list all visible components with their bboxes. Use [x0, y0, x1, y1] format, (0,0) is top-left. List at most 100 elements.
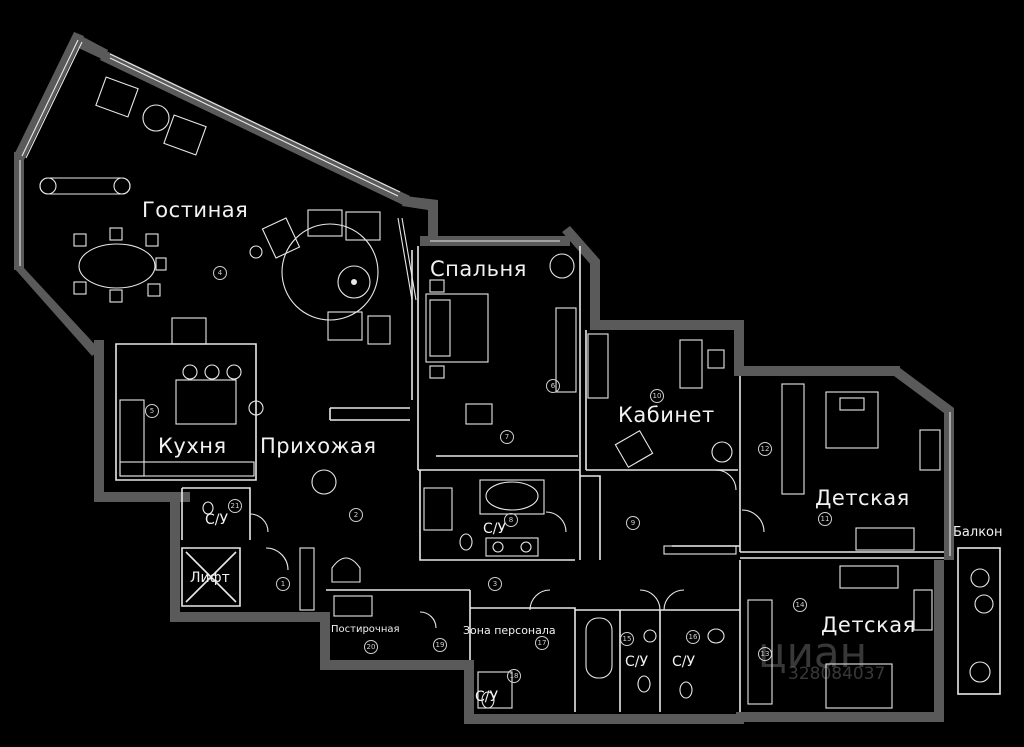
door-corridor-3: [663, 589, 685, 611]
bench-end-left: [39, 177, 57, 195]
chair-5: [109, 289, 123, 303]
armchair-5: [367, 315, 391, 345]
label-kids-room-2: Детская: [821, 613, 916, 637]
wall-living-southwest: [14, 268, 100, 356]
room-number-13: 13: [758, 647, 772, 661]
room-number-11: 11: [818, 512, 832, 526]
sink-2: [520, 541, 532, 553]
study-plant: [711, 441, 733, 463]
doors: [249, 469, 765, 629]
wall-staff-west: [464, 660, 474, 722]
study-sofa: [587, 333, 609, 399]
kids1-sofa: [855, 527, 915, 551]
room-number-14: 14: [793, 598, 807, 612]
lounge-table: [337, 265, 371, 299]
wall-study-north: [590, 320, 744, 330]
wall-south-right: [736, 712, 944, 722]
study-furniture: [587, 333, 733, 469]
toilet-4: [679, 681, 693, 699]
kids2-desk: [913, 589, 933, 631]
armchair-2: [345, 211, 381, 241]
balcony-plant: [969, 661, 991, 683]
partition-corridor: [326, 589, 576, 712]
room-number-8: 8: [504, 513, 518, 527]
room-number-10: 10: [650, 389, 664, 403]
column-kitchen: [248, 400, 264, 416]
chair-1: [73, 233, 87, 247]
lounge-rug: [281, 223, 379, 321]
column-dot: [249, 245, 263, 259]
wall-kids-northeast: [894, 368, 954, 416]
room-number-12: 12: [758, 442, 772, 456]
shower: [423, 487, 453, 531]
nightstand-1: [429, 279, 445, 293]
room-number-18: 18: [507, 669, 521, 683]
wall-kids-north: [744, 366, 900, 376]
outer-walls: [14, 32, 954, 724]
armchair-3: [261, 217, 301, 259]
wall-laundry-bottom: [320, 660, 474, 670]
kids1-desk: [919, 429, 941, 471]
bed-pillow: [429, 299, 451, 357]
room-number-4: 4: [213, 266, 227, 280]
bath-fixtures: [202, 479, 725, 709]
partition-wc-hall: [181, 487, 251, 540]
label-hallway: Прихожая: [260, 434, 377, 458]
room-number-6: 6: [546, 379, 560, 393]
stool-2: [204, 364, 220, 380]
room-number-19: 19: [433, 638, 447, 652]
bench-end-right: [113, 177, 131, 195]
toilet-3: [637, 675, 651, 693]
hall-chair: [331, 557, 361, 583]
door-laundry: [419, 611, 437, 629]
kitchen-island: [175, 379, 237, 425]
door-wc-hall: [249, 513, 269, 533]
bedroom-furniture: [425, 253, 577, 425]
door-corridor-2: [639, 589, 661, 611]
label-wc-hall: С/У: [205, 512, 229, 528]
sink-1: [492, 541, 504, 553]
chair-3: [145, 233, 159, 247]
label-laundry: Постирочная: [331, 624, 400, 635]
laundry-unit: [333, 595, 373, 617]
study-chair: [707, 349, 725, 369]
kids2-sofa: [839, 565, 899, 589]
partition-lift-cross: [185, 551, 237, 603]
corridor-shelves: [663, 545, 737, 555]
toilet-main: [459, 533, 473, 551]
door-kids1: [741, 509, 765, 533]
bed: [425, 293, 489, 363]
room-number-9: 9: [626, 516, 640, 530]
label-kids-room-1: Детская: [815, 486, 910, 510]
wall-lift-west: [170, 498, 180, 620]
lamp-dot: [351, 279, 357, 285]
living-furniture: [39, 76, 417, 345]
partition-kids-divide: [740, 551, 944, 559]
window-living-west: [21, 39, 83, 159]
kitchen-counter: [119, 399, 145, 477]
desk-bedroom: [465, 403, 493, 425]
kids2-bed: [825, 663, 893, 709]
coffee-table: [142, 104, 170, 132]
label-lift: Лифт: [190, 570, 230, 586]
balcony: [957, 547, 1001, 695]
kids1-pillow: [839, 397, 865, 411]
windows: [19, 39, 951, 556]
study-desk: [679, 339, 703, 389]
dining-table: [78, 243, 156, 289]
partition-kitchen: [115, 343, 257, 481]
kids1-wardrobe: [781, 383, 805, 495]
hall-round-table: [311, 469, 337, 495]
door-entry: [265, 547, 289, 571]
label-living-room: Гостиная: [142, 198, 249, 222]
balcony-frame: [957, 547, 1001, 695]
label-kitchen: Кухня: [158, 434, 227, 458]
hall-items: [299, 469, 737, 709]
room-number-20: 20: [364, 640, 378, 654]
room-number-7: 7: [500, 430, 514, 444]
sofa-left: [95, 76, 139, 118]
chair-4: [73, 281, 87, 295]
wall-living-west-lower: [14, 152, 24, 270]
label-wc-4: С/У: [672, 654, 696, 670]
study-armchair: [614, 429, 654, 469]
